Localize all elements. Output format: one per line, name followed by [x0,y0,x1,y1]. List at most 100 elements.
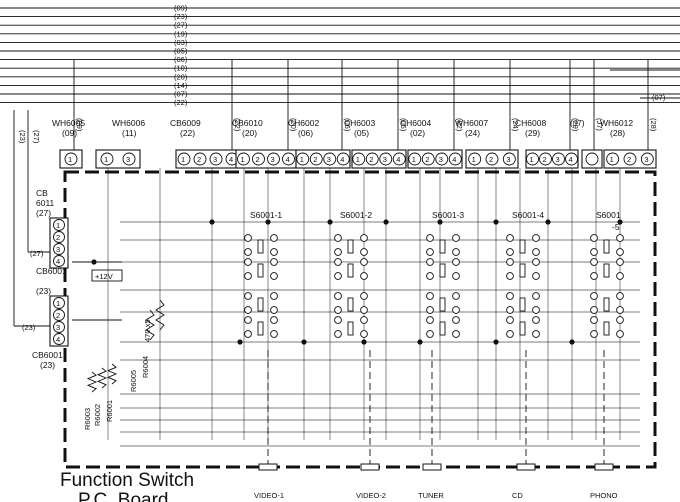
title-line-1: Function Switch [60,470,194,491]
switch-blade [257,297,264,312]
switch-contact [506,248,514,256]
bus-label: (10) [174,64,188,73]
switch-contact [532,258,540,266]
push-button-label: TUNER [418,491,444,500]
connector-cb6011-name2: 6011 [36,198,55,208]
switch-contact [270,316,278,324]
connector-cb6011-name: CB [36,188,48,198]
switch-blade [439,297,446,312]
bus-label: (06) [174,55,188,64]
switch-contact [616,306,624,314]
connector-name: WH6012 [600,118,633,128]
connector-wire-label: (02) [455,118,464,132]
connector-pin-number: 4 [286,155,290,164]
junction-dot [569,339,575,345]
connector-pin-number: 1 [104,155,108,164]
connector-pin-number: 2 [313,155,317,164]
switch-contact [426,258,434,266]
connector-pin [282,152,295,166]
resistor-label: R6004 [141,356,150,378]
switch-blade [519,263,526,278]
push-button-video-2: VIDEO-2 [356,350,386,500]
junction-dot [327,219,333,225]
connector-wire-label: (20) [289,118,298,132]
connector-pin [237,152,250,166]
switch-section: S6001-1 [244,210,282,338]
push-button-cap [360,463,380,471]
connector-pin [435,152,449,166]
switch-contact [452,258,460,266]
switch-contact [506,234,514,242]
connector-code: (06) [298,128,313,138]
connector-wire-label: (22) [233,118,242,132]
switch-contact [360,248,368,256]
junction-dot [383,219,389,225]
push-button-cd: CD [512,350,536,500]
connector-pin-number: 1 [610,155,614,164]
connector-cb6011-pin [53,231,65,243]
resistor-label: R6005 [129,370,138,392]
switch-contact [360,234,368,242]
bus-label: (22) [174,98,188,107]
connector-cb6011-pin [53,219,65,231]
switch-contact [360,306,368,314]
switch-contact [616,272,624,280]
connector-code: (09) [62,128,77,138]
connector-pin [539,152,552,166]
connector-code: (02) [410,128,425,138]
connector-pin [122,152,136,166]
bus-label: (20) [174,72,188,81]
switch-blade [439,263,446,278]
board-wiring [72,168,640,447]
push-button-cap [594,463,614,471]
resistor-label: R6002 [93,404,102,426]
connector-pin [502,152,516,166]
cb6001-wire-label: (23) [22,323,36,332]
switch-contact [426,248,434,256]
switch-contact [426,234,434,242]
connector-name: WH6005 [52,118,85,128]
connector-pin-number: 1 [412,155,416,164]
cb6001-code-lower: (23) [40,360,55,370]
switch-label: S6001 [596,210,621,220]
connector-name: WH6006 [112,118,145,128]
connector-wire-label: (24) [511,118,520,132]
resistor-label: R6001 [105,400,114,422]
connector-name: CB6010 [232,118,263,128]
switch-contact [590,234,598,242]
connector-pin [267,152,280,166]
left-wire-label-23: (23) [18,130,27,144]
switch-contact [360,316,368,324]
switch-blade [347,239,354,254]
switch-contact [244,272,252,280]
title-line-2: P.C. Board [78,490,168,502]
connector-code: (11) [122,128,137,138]
junction-dot [437,219,443,225]
switch-contact [590,316,598,324]
switch-contact [590,292,598,300]
connector-name: (J7) [570,118,585,128]
connector-name: CH6003 [344,118,375,128]
switch-contact [270,292,278,300]
switch-contact [334,316,342,324]
connector-pin [485,152,499,166]
wire-bundle [0,7,680,104]
connector-pin-number: 2 [197,155,201,164]
switch-contact [532,292,540,300]
bus-label-far-right: (07) [652,93,666,102]
push-button-label: CD [512,491,523,500]
bus-label: (27) [174,21,188,30]
connector-pin-number: 3 [383,155,387,164]
switch-blade [603,297,610,312]
switch-blade [519,239,526,254]
connector-cb6001-housing [49,295,69,347]
switch-contact [452,316,460,324]
connector-pin-number: 2 [543,155,547,164]
push-button-label: PHONO [590,491,618,500]
push-button-cap [258,463,278,471]
